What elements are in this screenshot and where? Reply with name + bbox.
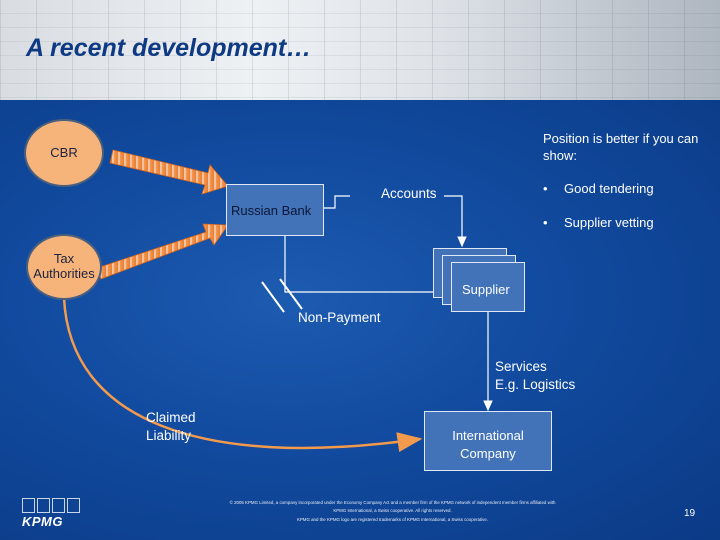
payment-break-mark-1 [261,281,285,313]
legal-line-2: KPMG International, a Swiss cooperative.… [333,508,452,514]
services-label-line1: Services [495,359,547,374]
tax-authorities-node: Tax Authorities [26,234,102,300]
russian-bank-node: Russian Bank [226,184,324,236]
non-payment-label: Non-Payment [298,310,381,325]
header-building-pattern [0,0,720,100]
position-heading-line2: show: [543,147,577,163]
legal-line-3: KPMG and the KPMG logo are registered tr… [296,516,489,522]
accounts-connector [322,195,350,209]
claimed-liability-label: Claimed Liability [146,409,196,444]
bullet-text: Supplier vetting [564,215,654,230]
position-heading: Position is better if you can show: [543,131,698,165]
legal-notice: © 2005 KPMG Limited, a company incorpora… [205,499,580,524]
kpmg-logo: KPMG [22,498,80,529]
payment-break-mark-2 [279,278,303,310]
accounts-label: Accounts [381,186,437,201]
bank-to-supplier-arrow [444,195,467,248]
supplier-label: Supplier [462,282,510,297]
services-label: Services E.g. Logistics [495,358,575,393]
tax-label-line2: Authorities [33,266,95,281]
tax-to-bank-arrow [96,223,229,280]
tax-label-line1: Tax [53,251,75,267]
claimed-label-line2: Liability [146,427,192,443]
cbr-label: CBR [50,144,78,160]
header-banner: A recent development… [0,0,720,100]
claimed-label-line1: Claimed [146,410,196,425]
bullet-dot: • [543,181,548,196]
cbr-to-bank-arrow [109,149,229,195]
international-label-line2: Company [460,445,516,461]
claimed-liability-arrow [62,297,423,453]
position-bullet-2: • Supplier vetting [543,215,654,232]
international-company-node: International Company [424,411,552,471]
non-payment-connector [284,232,444,293]
page-title: A recent development… [26,34,312,62]
bullet-text: Good tendering [564,181,654,196]
page-number: 19 [684,508,696,519]
diagram-area [0,100,720,540]
kpmg-logo-boxes [22,498,80,513]
russian-bank-label: Russian Bank [231,203,312,218]
position-heading-line1: Position is better if you can [543,131,699,146]
bullet-dot: • [543,215,548,230]
legal-line-1: © 2005 KPMG Limited, a company incorpora… [229,500,556,505]
supplier-node: Supplier [451,262,525,312]
international-label-line1: International [452,428,524,443]
position-bullet-1: • Good tendering [543,181,654,198]
services-label-line2: E.g. Logistics [495,376,576,392]
kpmg-logo-text: KPMG [22,514,63,529]
cbr-node: CBR [24,119,104,187]
